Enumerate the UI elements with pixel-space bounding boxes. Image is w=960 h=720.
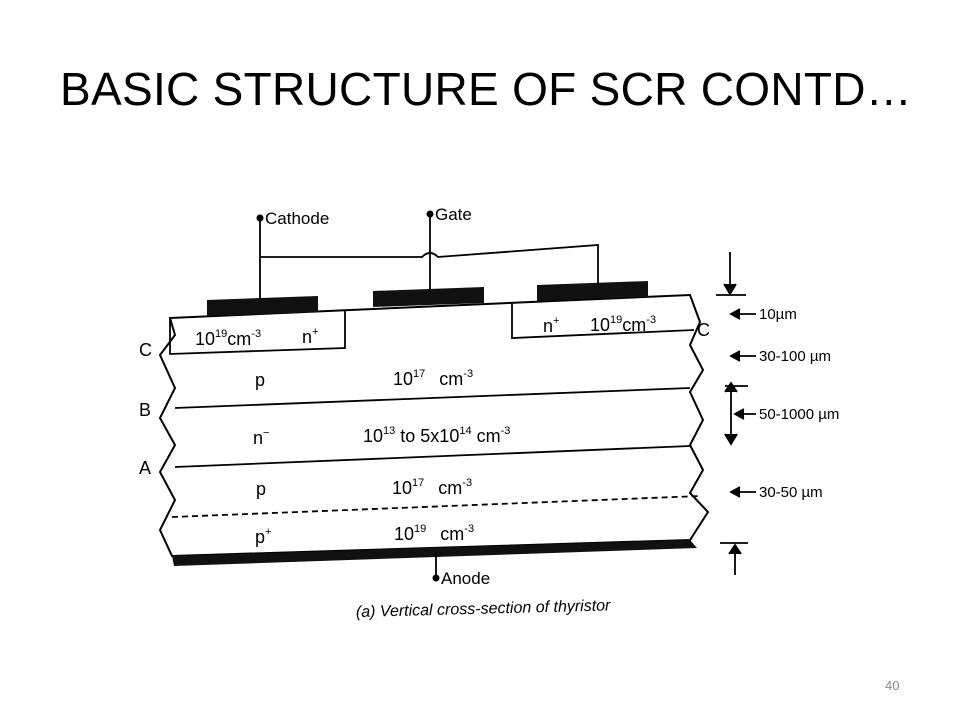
- gate-label: Gate: [435, 205, 472, 224]
- junction-line-j2: [174, 387, 691, 409]
- cathode-terminal-dot: [256, 214, 264, 222]
- gate-contact: [373, 287, 484, 307]
- slide-title: BASIC STRUCTURE OF SCR CONTD…: [60, 63, 913, 115]
- anode-terminal-dot: [432, 574, 440, 582]
- cathode-label: Cathode: [265, 209, 329, 228]
- diagram-caption: (a) Vertical cross-section of thyristor: [356, 597, 612, 621]
- n-plus-right-doping: 1019cm-3: [590, 314, 656, 335]
- cathode-contact-left: [207, 296, 318, 316]
- n-plus-right-type: n+: [543, 315, 559, 336]
- junction-label-c-left: C: [139, 340, 152, 360]
- anode-label: Anode: [441, 569, 490, 588]
- anode-contact: [172, 540, 697, 566]
- dimension-label-3: 50-1000 µm: [759, 406, 839, 423]
- n-plus-right-well: [511, 302, 695, 339]
- junction-label-a: A: [139, 458, 151, 478]
- n-drift-doping: 1013 to 5x1014 cm-3: [363, 425, 510, 446]
- n-plus-left-doping: 1019cm-3: [195, 328, 261, 349]
- p-anode-type: p: [256, 479, 266, 499]
- device-body-outline: [158, 293, 710, 558]
- dimension-label-4: 30-50 µm: [759, 484, 823, 501]
- gate-terminal-dot: [426, 210, 434, 218]
- dimension-label-2: 30-100 µm: [759, 348, 831, 365]
- p-p-plus-boundary-dashed: [171, 495, 701, 518]
- n-plus-left-type: n+: [302, 326, 318, 347]
- p-plus-type: p+: [255, 526, 271, 547]
- dimension-label-1: 10µm: [759, 306, 797, 323]
- cathode-contact-right: [537, 281, 648, 301]
- n-drift-type: n−: [253, 427, 269, 448]
- junction-label-c-right: C: [697, 320, 710, 340]
- junction-label-b: B: [139, 400, 151, 420]
- dimension-arrows: [716, 252, 756, 575]
- n-plus-left-well: [169, 311, 346, 355]
- junction-line-j1: [174, 445, 691, 468]
- slide-page-number: 40: [885, 678, 900, 693]
- p-base-type: p: [255, 370, 265, 390]
- cathode-wire: [259, 220, 599, 299]
